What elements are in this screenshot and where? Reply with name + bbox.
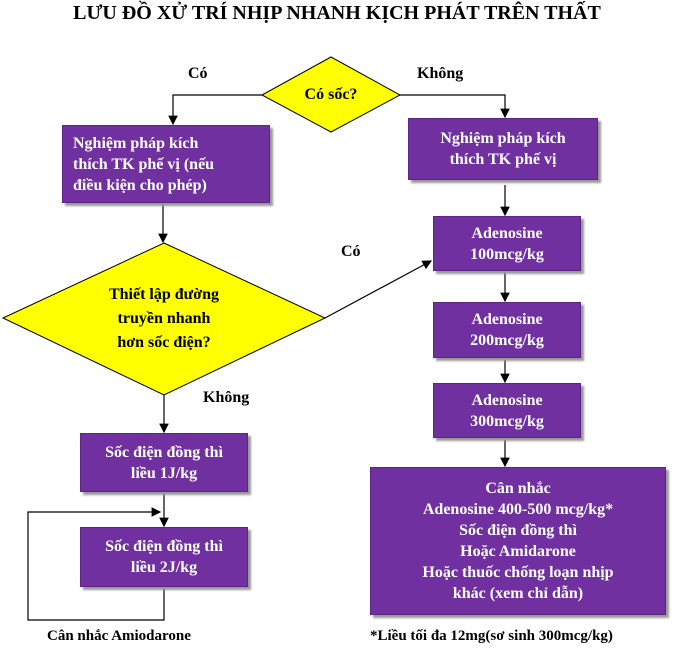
line: Thiết lập đường (108, 286, 220, 303)
line: Cân nhắc (485, 480, 551, 497)
line: Adenosine (471, 311, 543, 328)
line: 200mcg/kg (470, 332, 544, 349)
adenosine-100-box: Adenosine 100mcg/kg (433, 216, 581, 271)
decision-iv-access-text: Thiết lập đường truyền nhanh hơn sốc điệ… (64, 283, 264, 355)
adenosine-300-box: Adenosine 300mcg/kg (433, 383, 581, 438)
decision-shock-no-label: Không (417, 65, 464, 82)
line: liều 1J/kg (130, 464, 198, 482)
line: truyền nhanh (117, 310, 211, 327)
line: Adenosine (471, 224, 543, 242)
decision-iv-yes-label: Có (341, 243, 361, 260)
line: Adenosine (471, 391, 543, 409)
line: hơn sốc điện? (117, 334, 211, 351)
shock-2j-box: Sốc điện đồng thì liều 2J/kg (80, 527, 248, 587)
line: thích TK phế vị (449, 151, 557, 168)
final-options-box: Cân nhắc Adenosine 400-500 mcg/kg* Sốc đ… (370, 467, 666, 615)
line: liều 2J/kg (130, 559, 198, 576)
line: khác (xem chỉ dẫn) (452, 585, 584, 602)
line: thích TK phế vị (nếu (73, 155, 215, 173)
line: 300mcg/kg (470, 412, 544, 430)
line: Nghiệm pháp kích (440, 130, 566, 147)
vagal-maneuver-box-left: Nghiệm pháp kích thích TK phế vị (nếu đi… (62, 125, 270, 203)
shock-1j-box: Sốc điện đồng thì liều 1J/kg (80, 433, 248, 492)
decision-iv-no-label: Không (203, 389, 250, 406)
footnote: *Liều tối đa 12mg(sơ sinh 300mcg/kg) (370, 628, 613, 644)
line: Sốc điện đồng thì (105, 538, 223, 555)
line: Sốc điện đồng thì (105, 443, 223, 461)
line: Nghiệm pháp kích (73, 134, 199, 152)
line: Adenosine 400-500 mcg/kg* (422, 501, 614, 518)
line: Sốc điện đồng thì (459, 522, 577, 539)
line: Hoặc thuốc chống loạn nhịp (422, 564, 614, 581)
line: 100mcg/kg (470, 245, 544, 263)
page-title: LƯU ĐỒ XỬ TRÍ NHỊP NHANH KỊCH PHÁT TRÊN … (73, 2, 601, 24)
decision-shock-text: Có sốc? (304, 86, 358, 103)
decision-shock (260, 56, 402, 133)
line: điều kiện cho phép) (73, 176, 207, 194)
adenosine-200-box: Adenosine 200mcg/kg (433, 302, 581, 358)
decision-shock-yes-label: Có (188, 65, 208, 82)
loop-label: Cân nhắc Amiodarone (47, 628, 191, 644)
line: Hoặc Amidarone (460, 543, 576, 560)
vagal-maneuver-box-right: Nghiệm pháp kích thích TK phế vị (408, 118, 598, 180)
